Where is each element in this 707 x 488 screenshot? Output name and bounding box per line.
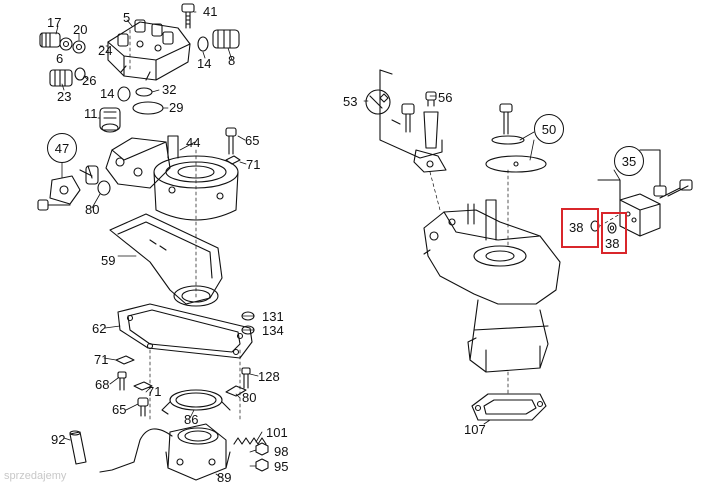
seal-38-b-shape: [607, 222, 617, 234]
bolt-top-right-shape: [499, 103, 513, 135]
washer-26-shape: [74, 67, 86, 81]
washer-14-right-shape: [197, 36, 209, 52]
air-funnel-59-shape: [109, 213, 223, 307]
bolt-65-lower-shape: [137, 397, 149, 417]
throttle-body-shape: [79, 137, 171, 189]
callout-95: 95: [274, 459, 289, 474]
gasket-107-shape: [471, 393, 547, 421]
callout-86: 86: [184, 412, 199, 427]
callout-11: 11: [84, 106, 98, 121]
clamp-86-shape: [169, 389, 223, 411]
callout-8: 8: [228, 53, 236, 68]
screw-68-shape: [117, 371, 127, 391]
callout-20: 20: [73, 22, 88, 37]
callout-80-b: 80: [242, 390, 257, 405]
callout-71-a: 71: [246, 157, 261, 172]
sensor-35-shape: [597, 149, 693, 237]
callout-32: 32: [162, 82, 177, 97]
fitting-17-shape: [39, 32, 73, 51]
callout-92: 92: [51, 432, 66, 447]
callout-59: 59: [101, 253, 116, 268]
pin-92-shape: [69, 430, 87, 465]
callout-5: 5: [123, 10, 131, 25]
callout-17: 17: [47, 15, 62, 30]
washer-20-shape: [72, 40, 86, 54]
callout-71-c: 71: [147, 384, 162, 399]
mixture-regulator-body-shape: [423, 199, 561, 373]
nut-98-shape: [255, 442, 269, 456]
left-assembly-drawing: [37, 3, 269, 481]
callout-131: 131: [262, 309, 284, 324]
callout-38-b: 38: [605, 236, 620, 251]
callout-29: 29: [169, 100, 184, 115]
callout-6: 6: [56, 51, 64, 66]
callout-98: 98: [274, 444, 289, 459]
assembly-axes-left: [99, 29, 241, 421]
spring-101-shape: [233, 437, 267, 445]
bracket-53-shape: [379, 69, 447, 173]
washer-80-shape: [97, 180, 111, 196]
callout-23: 23: [57, 89, 72, 104]
sensor-rod-shape: [401, 91, 439, 149]
callout-44: 44: [186, 135, 201, 150]
callout-89: 89: [217, 470, 232, 485]
bolt-41-shape: [181, 3, 195, 29]
seal-29-shape: [132, 101, 164, 115]
callout-68: 68: [95, 377, 110, 392]
fitting-11-shape: [99, 107, 121, 133]
callout-65-a: 65: [245, 133, 260, 148]
clip-71-left-shape: [115, 355, 135, 365]
disc-small-shape: [491, 135, 525, 145]
callout-80-a: 80: [85, 202, 100, 217]
callout-53: 53: [343, 94, 358, 109]
clip-71-mid-shape: [133, 381, 153, 391]
fitting-8-shape: [212, 29, 240, 49]
wire-cable-shape: [99, 428, 173, 473]
callout-101: 101: [266, 425, 288, 440]
seal-32-shape: [135, 87, 153, 97]
nut-95-shape: [255, 458, 269, 472]
washer-14-lower-shape: [117, 86, 131, 102]
clip-71-top-shape: [225, 155, 241, 165]
callout-38-a: 38: [569, 220, 584, 235]
callout-14-a: 14: [197, 56, 212, 71]
callout-107: 107: [464, 422, 486, 437]
screw-128-shape: [241, 367, 251, 389]
callout-65-b: 65: [112, 402, 127, 417]
gasket-62-shape: [117, 303, 253, 359]
clip-80-lower-shape: [225, 385, 247, 397]
callout-128: 128: [258, 369, 280, 384]
bolt-65-top-shape: [225, 127, 237, 155]
fitting-23-shape: [49, 69, 73, 87]
lever-47-shape: [37, 175, 81, 211]
callout-47: 47: [47, 133, 77, 163]
callout-26: 26: [82, 73, 97, 88]
highlight-box-38-a: [561, 208, 599, 248]
callout-24: 24: [98, 43, 113, 58]
assembly-axes-right: [429, 169, 621, 397]
callout-56: 56: [438, 90, 453, 105]
right-assembly-drawing: [363, 69, 693, 425]
callout-50: 50: [534, 114, 564, 144]
leader-lines-left: [55, 11, 263, 479]
callout-62: 62: [92, 321, 107, 336]
diaphragm-50-shape: [485, 155, 547, 173]
upper-housing-5-shape: [107, 19, 191, 81]
callout-14-b: 14: [100, 86, 115, 101]
callout-134: 134: [262, 323, 284, 338]
callout-35: 35: [614, 146, 644, 176]
callout-71-b: 71: [94, 352, 109, 367]
wrench-icon: [365, 89, 391, 115]
callout-41: 41: [203, 4, 218, 19]
leader-lines-right: [363, 95, 621, 425]
seal-38-a-shape: [590, 220, 600, 232]
watermark-text: sprzedajemy: [4, 470, 67, 482]
lower-body-89-shape: [165, 423, 231, 481]
highlight-box-38-b: [601, 212, 627, 254]
